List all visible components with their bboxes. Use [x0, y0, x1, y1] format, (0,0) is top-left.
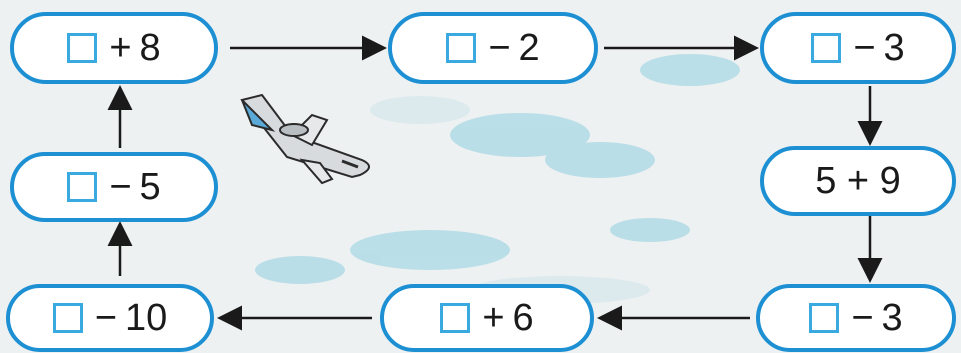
blank-box[interactable]	[67, 33, 97, 63]
node-add-6: + 6	[380, 284, 594, 352]
operator: −	[95, 297, 117, 340]
operator: −	[853, 27, 875, 70]
node-subtract-5: − 5	[10, 152, 218, 222]
operand: 10	[125, 297, 167, 340]
operator: +	[482, 297, 504, 340]
operator: −	[851, 297, 873, 340]
operand: 8	[140, 27, 161, 70]
blank-box[interactable]	[446, 33, 476, 63]
node-subtract-3-top: − 3	[760, 12, 956, 84]
expression: 5 + 9	[815, 160, 901, 203]
operand: 3	[884, 27, 905, 70]
operand: 5	[140, 166, 161, 209]
blank-box[interactable]	[811, 33, 841, 63]
blank-box[interactable]	[67, 172, 97, 202]
operand: 6	[513, 297, 534, 340]
blank-box[interactable]	[440, 303, 470, 333]
operator: −	[109, 166, 131, 209]
blank-box[interactable]	[809, 303, 839, 333]
node-subtract-3-bottom: − 3	[756, 284, 956, 352]
node-5-plus-9: 5 + 9	[760, 146, 956, 216]
operator: +	[109, 27, 131, 70]
node-subtract-10: − 10	[6, 284, 214, 352]
operand: 3	[882, 297, 903, 340]
operand: 2	[519, 27, 540, 70]
node-add-8: + 8	[10, 12, 218, 84]
operator: −	[488, 27, 510, 70]
airplane-icon	[232, 75, 382, 195]
blank-box[interactable]	[53, 303, 83, 333]
node-subtract-2: − 2	[388, 12, 598, 84]
